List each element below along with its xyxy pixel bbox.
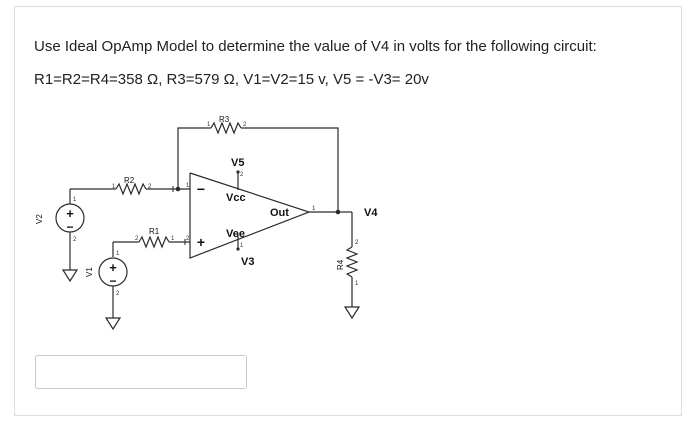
r3-resistor <box>210 121 242 135</box>
v1-pin2: 2 <box>116 291 120 297</box>
vcc-pin-dot <box>236 170 240 174</box>
r1-pin1: 1 <box>171 236 175 242</box>
v4-label: V4 <box>364 207 378 219</box>
opamp-body <box>189 172 311 259</box>
ground-symbol-r4 <box>343 306 361 320</box>
v2-pin2: 2 <box>73 237 77 243</box>
vcc-pin-number: 2 <box>240 172 244 178</box>
r3-pin2: 2 <box>243 122 247 128</box>
v2-plus: + <box>66 206 74 221</box>
opamp-pin-plus: 2 <box>186 236 190 242</box>
r1-resistor <box>138 235 170 249</box>
feedback-wire <box>177 127 211 189</box>
v1-minus: − <box>109 274 116 288</box>
r2-resistor <box>115 182 147 196</box>
v1-label: V1 <box>85 267 94 277</box>
r1-pin2: 2 <box>135 236 139 242</box>
out-label: Out <box>270 207 289 219</box>
r1-label: R1 <box>149 227 160 236</box>
question-card <box>14 6 682 416</box>
ground-symbol-v2 <box>61 269 79 283</box>
node-output <box>335 209 341 215</box>
v2-pin1: 1 <box>73 197 77 203</box>
v2-minus: − <box>66 220 73 234</box>
v1-pin1: 1 <box>116 251 120 257</box>
question-values: R1=R2=R4=358 Ω, R3=579 Ω, V1=V2=15 v, V5… <box>34 71 429 88</box>
v3-label: V3 <box>241 256 254 268</box>
vcc-label: Vcc <box>226 192 246 204</box>
v1-plus: + <box>109 260 117 275</box>
vee-pin-number: 1 <box>240 243 244 249</box>
r3-label: R3 <box>219 115 230 124</box>
vee-label: Vee <box>226 228 245 240</box>
node-inverting <box>175 186 181 192</box>
r2-pin2: 2 <box>148 184 152 190</box>
vee-pin-dot <box>236 247 240 251</box>
opamp-pin-minus: 1 <box>186 183 190 189</box>
ground-symbol-v1 <box>104 317 122 331</box>
question-text: Use Ideal OpAmp Model to determine the v… <box>34 38 597 55</box>
r2-pin1: 1 <box>112 184 116 190</box>
out-pin-number: 1 <box>312 206 316 212</box>
answer-input[interactable] <box>35 355 247 389</box>
opamp-plus: + <box>197 234 205 250</box>
opamp-minus: − <box>197 181 205 197</box>
v5-label: V5 <box>231 157 244 169</box>
r4-pin2: 2 <box>355 240 359 246</box>
r4-resistor <box>345 246 359 278</box>
r4-label: R4 <box>336 259 345 270</box>
feedback-wire-right <box>241 127 339 212</box>
v2-label: V2 <box>35 214 44 224</box>
r4-pin1: 1 <box>355 281 359 287</box>
r3-pin1: 1 <box>207 122 211 128</box>
r2-label: R2 <box>124 176 135 185</box>
